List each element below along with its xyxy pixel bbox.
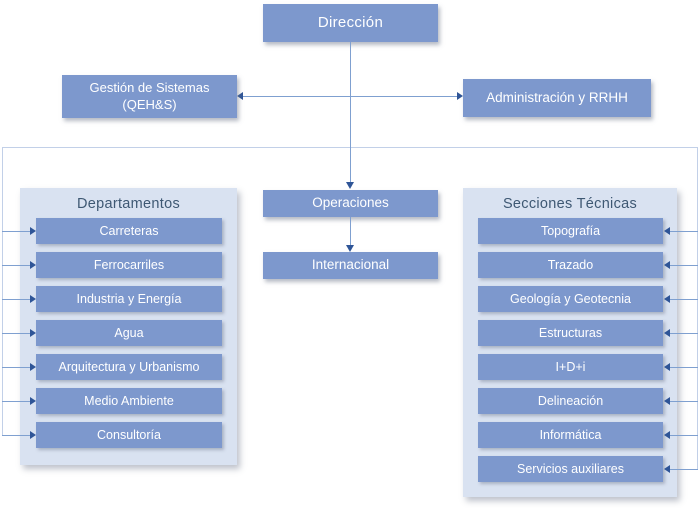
arrowhead-down-icon	[346, 245, 354, 252]
arrowhead-right-icon	[30, 295, 36, 303]
org-item: Industria y Energía	[36, 286, 222, 312]
arrowhead-left-icon	[664, 465, 670, 473]
arrowhead-left-icon	[664, 397, 670, 405]
org-item: Estructuras	[478, 320, 663, 346]
org-item-label: Delineación	[537, 394, 604, 408]
org-item-label: Geología y Geotecnia	[510, 292, 631, 306]
arrowhead-left-icon	[664, 363, 670, 371]
org-item-label: Carreteras	[99, 224, 159, 238]
gestion-sistemas-box: Gestión de Sistemas (QEH&S)	[62, 75, 237, 118]
org-item: Agua	[36, 320, 222, 346]
departamentos-title: Departamentos	[76, 196, 181, 212]
secciones-tecnicas-panel: Secciones Técnicas Topografía Trazado Ge…	[463, 188, 677, 497]
connector-line	[670, 299, 698, 300]
connector-line	[2, 401, 30, 402]
operaciones-box: Operaciones	[263, 190, 438, 217]
operaciones-label: Operaciones	[312, 195, 389, 211]
arrowhead-right-icon	[30, 397, 36, 405]
connector-line	[670, 401, 698, 402]
connector-line	[243, 96, 457, 97]
org-item: Servicios auxiliares	[478, 456, 663, 482]
internacional-label: Internacional	[311, 257, 390, 273]
org-item-label: Medio Ambiente	[84, 394, 174, 408]
org-item-label: Industria y Energía	[76, 292, 182, 306]
connector-line	[2, 333, 30, 334]
org-item-label: Topografía	[540, 224, 601, 238]
bracket-left-line	[2, 147, 3, 435]
connector-line	[670, 231, 698, 232]
administracion-rrhh-box: Administración y RRHH	[463, 79, 651, 117]
connector-line	[2, 367, 30, 368]
administracion-rrhh-label: Administración y RRHH	[486, 89, 628, 105]
org-item: Geología y Geotecnia	[478, 286, 663, 312]
connector-line	[350, 217, 351, 246]
org-item-label: Agua	[114, 326, 144, 340]
org-item-label: I+D+i	[555, 360, 586, 374]
arrowhead-left-icon	[664, 431, 670, 439]
connector-line	[670, 333, 698, 334]
internacional-box: Internacional	[263, 252, 438, 279]
arrowhead-left-icon	[664, 227, 670, 235]
connector-line	[670, 469, 698, 470]
connector-line	[2, 265, 30, 266]
arrowhead-right-icon	[457, 92, 463, 100]
arrowhead-left-icon	[664, 261, 670, 269]
org-item: Informática	[478, 422, 663, 448]
secciones-tecnicas-title: Secciones Técnicas	[502, 196, 638, 212]
org-item-label: Ferrocarriles	[93, 258, 165, 272]
org-item: Trazado	[478, 252, 663, 278]
org-item-label: Estructuras	[538, 326, 603, 340]
connector-line	[670, 367, 698, 368]
org-item-label: Servicios auxiliares	[517, 462, 624, 476]
arrowhead-left-icon	[664, 329, 670, 337]
arrowhead-down-icon	[346, 182, 354, 189]
arrowhead-left-icon	[237, 92, 243, 100]
arrowhead-right-icon	[30, 227, 36, 235]
org-item-label: Consultoría	[97, 428, 161, 442]
arrowhead-left-icon	[664, 295, 670, 303]
org-item: Arquitectura y Urbanismo	[36, 354, 222, 380]
gestion-sistemas-label-line1: Gestión de Sistemas	[89, 80, 210, 96]
org-item: Carreteras	[36, 218, 222, 244]
connector-line	[2, 299, 30, 300]
connector-line	[670, 435, 698, 436]
direccion-label: Dirección	[317, 13, 384, 31]
org-item: Ferrocarriles	[36, 252, 222, 278]
org-item: I+D+i	[478, 354, 663, 380]
gestion-sistemas-label-line2: (QEH&S)	[122, 96, 177, 112]
arrowhead-right-icon	[30, 261, 36, 269]
connector-line	[350, 42, 351, 183]
org-item: Topografía	[478, 218, 663, 244]
org-item-label: Trazado	[547, 258, 594, 272]
org-item: Delineación	[478, 388, 663, 414]
arrowhead-right-icon	[30, 329, 36, 337]
org-item: Medio Ambiente	[36, 388, 222, 414]
direccion-box: Dirección	[263, 4, 438, 42]
org-item-label: Arquitectura y Urbanismo	[58, 360, 200, 374]
connector-line	[2, 231, 30, 232]
departamentos-panel: Departamentos Carreteras Ferrocarriles I…	[20, 188, 237, 465]
org-item-label: Informática	[539, 428, 602, 442]
connector-line	[2, 435, 30, 436]
org-item: Consultoría	[36, 422, 222, 448]
arrowhead-right-icon	[30, 363, 36, 371]
bracket-right-line	[697, 147, 698, 469]
arrowhead-right-icon	[30, 431, 36, 439]
connector-line	[670, 265, 698, 266]
